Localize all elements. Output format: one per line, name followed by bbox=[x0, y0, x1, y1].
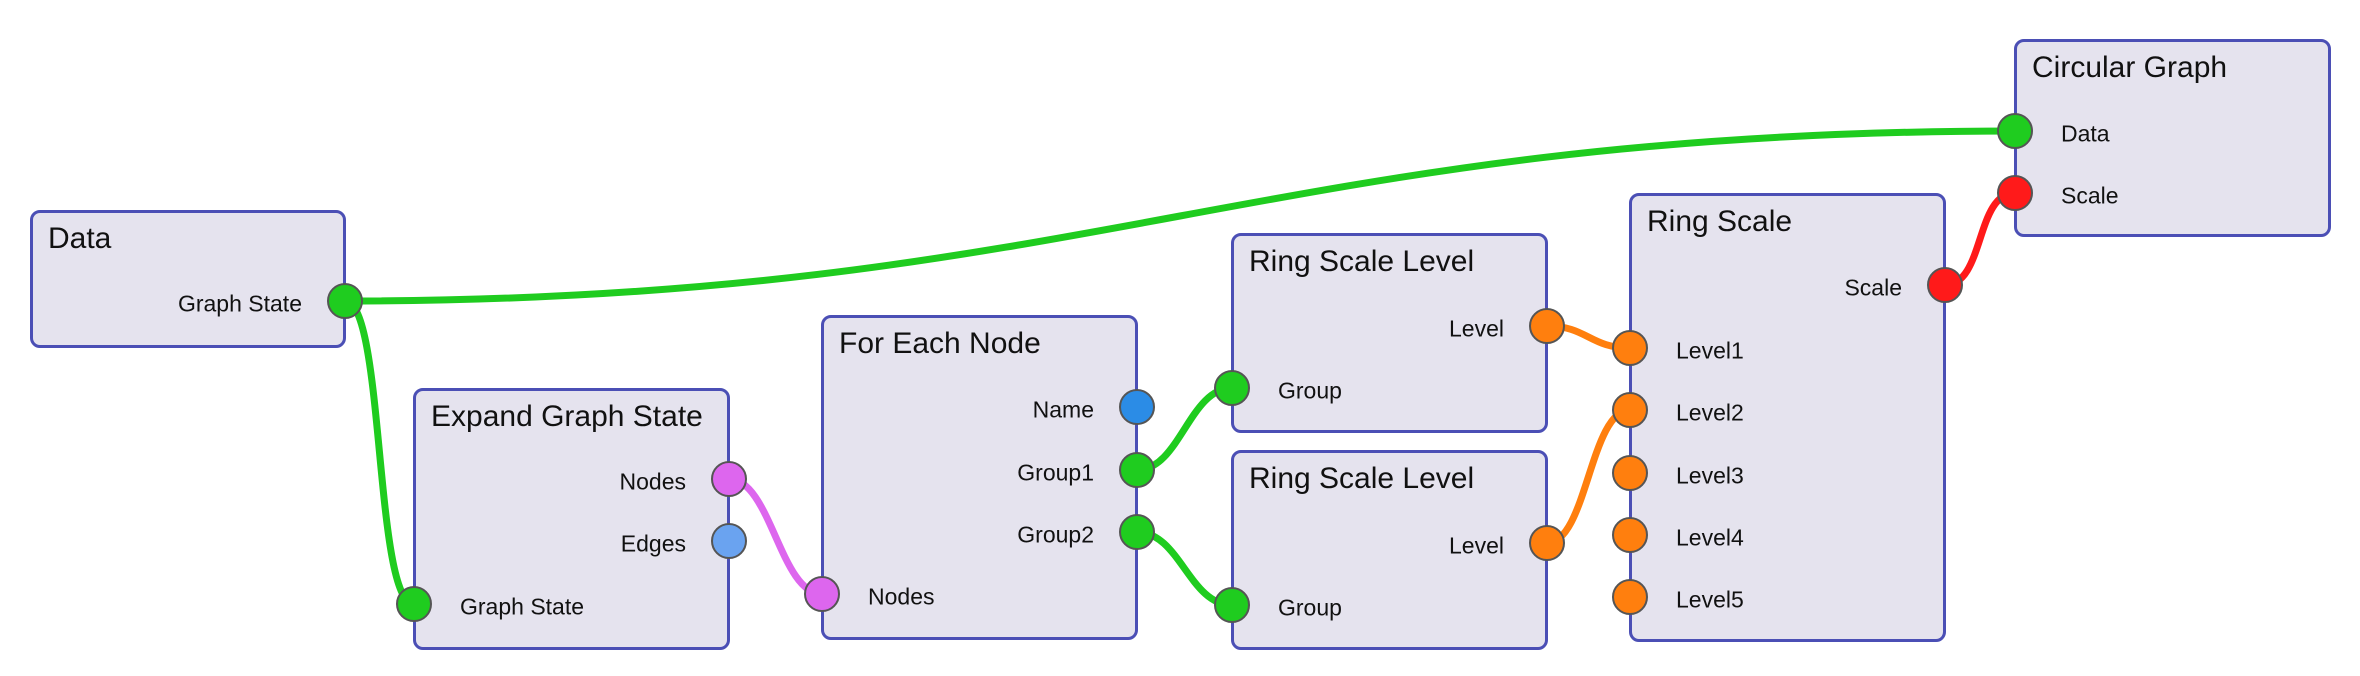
input-label-data: Data bbox=[2061, 120, 2110, 147]
input-label-group: Group bbox=[1278, 594, 1342, 621]
input-port-graph-state[interactable] bbox=[396, 586, 432, 622]
input-label-level4: Level4 bbox=[1676, 524, 1744, 551]
output-port-level[interactable] bbox=[1529, 525, 1565, 561]
node-title: Ring Scale Level bbox=[1249, 462, 1475, 495]
output-port-nodes[interactable] bbox=[711, 461, 747, 497]
input-port-data[interactable] bbox=[1997, 113, 2033, 149]
node-title: Ring Scale Level bbox=[1249, 245, 1475, 278]
input-label-scale: Scale bbox=[2061, 182, 2119, 209]
output-label-nodes: Nodes bbox=[619, 468, 686, 495]
input-label-level3: Level3 bbox=[1676, 462, 1744, 489]
output-label-group1: Group1 bbox=[1017, 459, 1094, 486]
input-port-level1[interactable] bbox=[1612, 330, 1648, 366]
output-label-group2: Group2 bbox=[1017, 521, 1094, 548]
output-label-level: Level bbox=[1449, 315, 1504, 342]
output-label-graph-state: Graph State bbox=[177, 290, 302, 317]
input-port-level3[interactable] bbox=[1612, 455, 1648, 491]
input-label-nodes: Nodes bbox=[868, 583, 935, 610]
input-label-graph-state: Graph State bbox=[460, 593, 585, 620]
input-label-group: Group bbox=[1278, 377, 1342, 404]
wire-data-out-0-to-expand-in-0[interactable] bbox=[341, 297, 418, 608]
input-port-group[interactable] bbox=[1214, 587, 1250, 623]
output-label-scale: Scale bbox=[1844, 274, 1902, 301]
node-title: Expand Graph State bbox=[431, 400, 703, 433]
output-port-group1[interactable] bbox=[1119, 452, 1155, 488]
node-title: Circular Graph bbox=[2032, 51, 2228, 84]
output-label-name: Name bbox=[1032, 396, 1094, 423]
node-title: For Each Node bbox=[839, 327, 1041, 360]
output-port-graph-state[interactable] bbox=[327, 283, 363, 319]
output-port-edges[interactable] bbox=[711, 523, 747, 559]
output-port-name[interactable] bbox=[1119, 389, 1155, 425]
input-label-level1: Level1 bbox=[1676, 337, 1744, 364]
input-label-level2: Level2 bbox=[1676, 399, 1744, 426]
input-port-level2[interactable] bbox=[1612, 392, 1648, 428]
node-title: Data bbox=[48, 222, 112, 255]
output-port-group2[interactable] bbox=[1119, 514, 1155, 550]
output-label-level: Level bbox=[1449, 532, 1504, 559]
input-label-level5: Level5 bbox=[1676, 586, 1744, 613]
node-title: Ring Scale bbox=[1647, 205, 1793, 238]
output-port-level[interactable] bbox=[1529, 308, 1565, 344]
output-port-scale[interactable] bbox=[1927, 267, 1963, 303]
input-port-scale[interactable] bbox=[1997, 175, 2033, 211]
output-label-edges: Edges bbox=[620, 530, 686, 557]
input-port-level5[interactable] bbox=[1612, 579, 1648, 615]
input-port-level4[interactable] bbox=[1612, 517, 1648, 553]
input-port-nodes[interactable] bbox=[804, 576, 840, 612]
input-port-group[interactable] bbox=[1214, 370, 1250, 406]
